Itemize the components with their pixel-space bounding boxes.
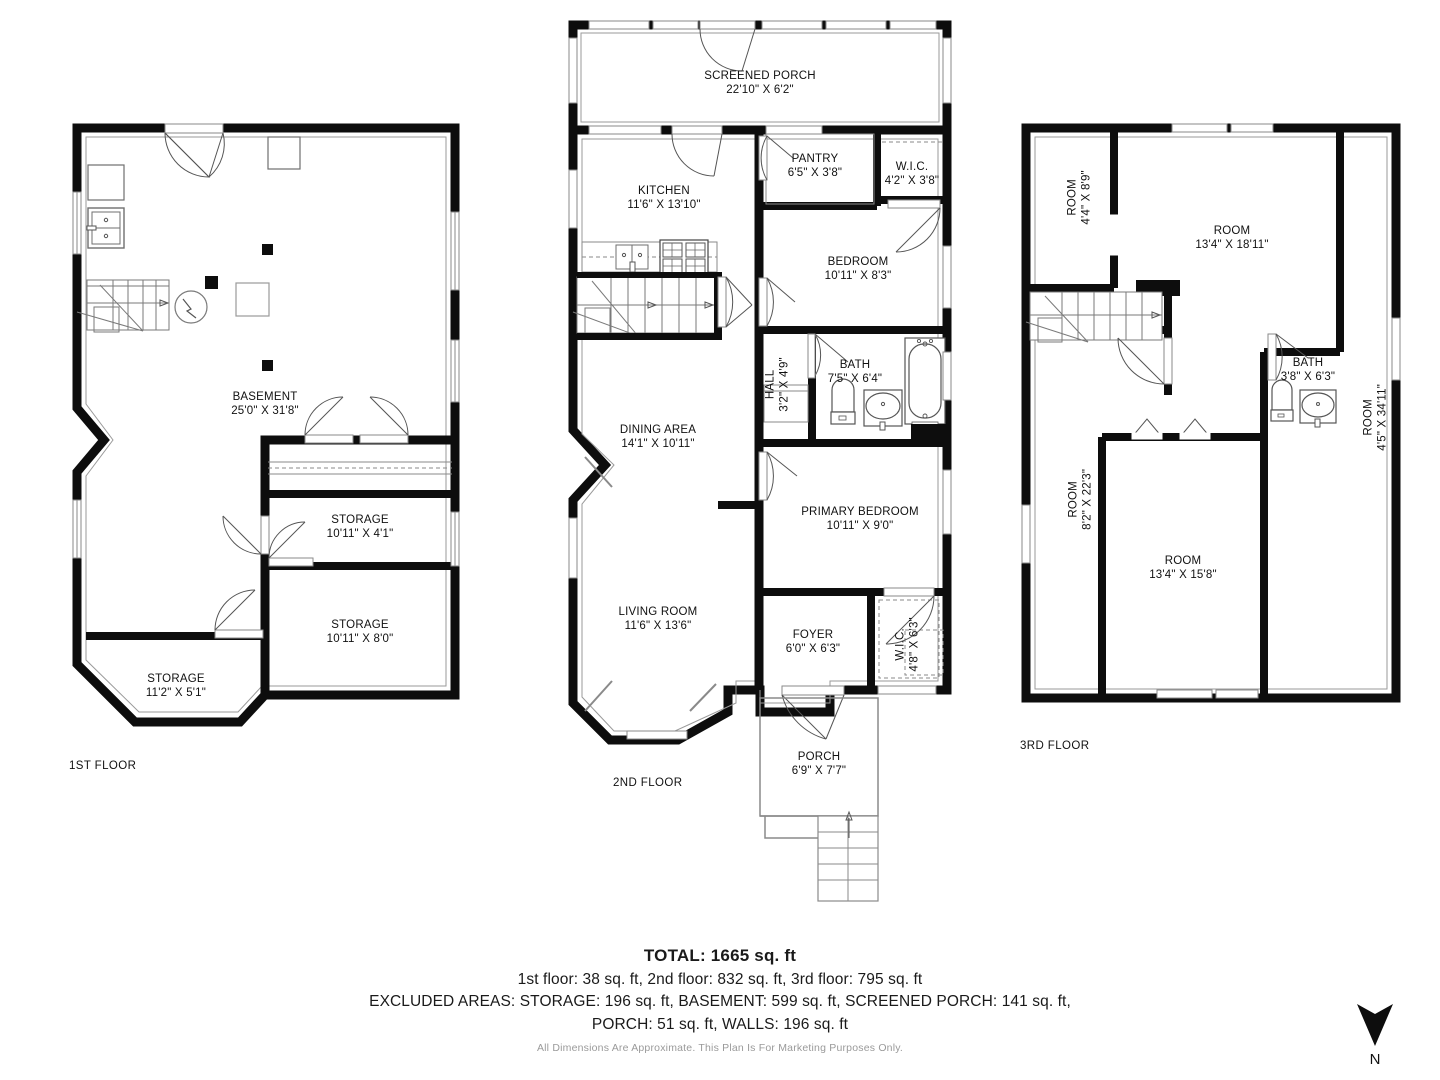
- room-label-room-134x158: ROOM 13'4" X 15'8": [1103, 554, 1263, 583]
- room-label-bath-3f: BATH 3'8" X 6'3": [1238, 356, 1378, 385]
- room-label-room-44x89: ROOM 4'4" X 8'9": [1066, 127, 1095, 267]
- room-name: W.I.C.: [895, 161, 929, 173]
- room-label-storage-3: STORAGE 11'2" X 5'1": [96, 672, 256, 701]
- disclaimer-text: All Dimensions Are Approximate. This Pla…: [536, 1042, 904, 1054]
- room-name: PANTRY: [791, 153, 839, 165]
- room-label-foyer: FOYER 6'0" X 6'3": [738, 628, 888, 657]
- room-name: BEDROOM: [827, 256, 889, 268]
- room-name: BASEMENT: [232, 391, 298, 403]
- room-dimensions: 10'11" X 8'3": [824, 270, 892, 283]
- room-name: ROOM: [1213, 225, 1251, 237]
- room-name: ROOM: [1066, 179, 1079, 216]
- room-name: ROOM: [1067, 481, 1080, 518]
- room-name: LIVING ROOM: [618, 606, 698, 618]
- north-arrow-icon: [1357, 1004, 1393, 1046]
- room-dimensions: 10'11" X 4'1": [326, 528, 394, 541]
- floor-tag-2nd: 2ND FLOOR: [613, 777, 683, 789]
- room-dimensions: 14'1" X 10'11": [621, 438, 695, 451]
- room-label-basement: BASEMENT 25'0" X 31'8": [185, 390, 345, 419]
- room-label-primary-bedroom: PRIMARY BEDROOM 10'11" X 9'0": [775, 505, 945, 534]
- room-name: PORCH: [797, 751, 841, 763]
- room-dimensions: 4'4" X 8'9": [1081, 170, 1093, 225]
- floor-2-drawing: [568, 20, 952, 902]
- room-label-bath-2f: BATH 7'5" X 6'4": [785, 358, 925, 387]
- compass: N: [1340, 1000, 1410, 1068]
- room-dimensions: 3'8" X 6'3": [1280, 371, 1336, 384]
- room-name: KITCHEN: [638, 185, 690, 197]
- room-dimensions: 13'4" X 15'8": [1149, 569, 1217, 582]
- room-dimensions: 10'11" X 9'0": [826, 520, 894, 533]
- room-label-porch: PORCH 6'9" X 7'7": [744, 750, 894, 779]
- room-dimensions: 11'2" X 5'1": [145, 687, 207, 700]
- room-label-storage-2: STORAGE 10'11" X 8'0": [280, 618, 440, 647]
- room-dimensions: 25'0" X 31'8": [231, 405, 299, 418]
- room-dimensions: 10'11" X 8'0": [326, 633, 394, 646]
- room-dimensions: 6'5" X 3'8": [787, 167, 843, 180]
- room-dimensions: 8'2" X 22'3": [1082, 468, 1094, 530]
- per-floor-areas: 1st floor: 38 sq. ft, 2nd floor: 832 sq.…: [517, 971, 923, 988]
- room-name: HALL: [764, 369, 777, 400]
- room-name: ROOM: [1164, 555, 1202, 567]
- floor-3-drawing: [1021, 123, 1401, 703]
- room-dimensions: 6'9" X 7'7": [791, 765, 847, 778]
- area-summary: TOTAL: 1665 sq. ft 1st floor: 38 sq. ft,…: [0, 946, 1440, 1036]
- floor-1-drawing: [72, 123, 460, 730]
- room-label-room-82x223: ROOM 8'2" X 22'3": [1067, 424, 1096, 574]
- room-name: STORAGE: [331, 619, 389, 631]
- room-name: FOYER: [792, 629, 834, 641]
- room-name: BATH: [1292, 357, 1324, 369]
- room-label-pantry: PANTRY 6'5" X 3'8": [740, 152, 890, 181]
- room-label-room-134x1811: ROOM 13'4" X 18'11": [1152, 224, 1312, 253]
- room-label-kitchen: KITCHEN 11'6" X 13'10": [584, 184, 744, 213]
- compass-letter: N: [1369, 1051, 1381, 1068]
- room-dimensions: 11'6" X 13'6": [624, 620, 692, 633]
- room-dimensions: 22'10" X 6'2": [726, 84, 794, 97]
- room-label-storage-1: STORAGE 10'11" X 4'1": [280, 513, 440, 542]
- room-label-dining-area: DINING AREA 14'1" X 10'11": [578, 423, 738, 452]
- room-dimensions: 6'0" X 6'3": [785, 643, 841, 656]
- room-name: ROOM: [1362, 399, 1375, 436]
- room-dimensions: 13'4" X 18'11": [1195, 239, 1269, 252]
- room-dimensions: 4'5" X 34'11": [1377, 384, 1389, 451]
- floor-tag-1st: 1ST FLOOR: [69, 760, 137, 772]
- room-label-screened-porch: SCREENED PORCH 22'10" X 6'2": [680, 69, 840, 98]
- room-dimensions: 7'5" X 6'4": [827, 373, 883, 386]
- room-name: STORAGE: [331, 514, 389, 526]
- room-name: PRIMARY BEDROOM: [801, 506, 919, 518]
- room-label-wic-lower: W.I.C. 4'8" X 6'3": [894, 584, 923, 704]
- room-name: STORAGE: [147, 673, 205, 685]
- room-dimensions: 4'2" X 3'8": [884, 175, 940, 188]
- floor-tag-3rd: 3RD FLOOR: [1020, 740, 1090, 752]
- room-name: DINING AREA: [619, 424, 697, 436]
- room-label-bedroom: BEDROOM 10'11" X 8'3": [778, 255, 938, 284]
- room-dimensions: 11'6" X 13'10": [627, 199, 701, 212]
- excluded-areas-line-2: PORCH: 51 sq. ft, WALLS: 196 sq. ft: [591, 1015, 849, 1033]
- room-name: SCREENED PORCH: [704, 70, 816, 82]
- room-dimensions: 4'8" X 6'3": [909, 617, 921, 672]
- total-area: TOTAL: 1665 sq. ft: [643, 946, 797, 965]
- room-label-wic-upper: W.I.C. 4'2" X 3'8": [837, 160, 987, 189]
- room-label-living-room: LIVING ROOM 11'6" X 13'6": [578, 605, 738, 634]
- room-label-room-45x3411: ROOM 4'5" X 34'11": [1362, 337, 1391, 497]
- excluded-areas-line-1: EXCLUDED AREAS: STORAGE: 196 sq. ft, BAS…: [369, 993, 1071, 1011]
- room-name: W.I.C.: [894, 628, 907, 661]
- room-name: BATH: [839, 359, 871, 371]
